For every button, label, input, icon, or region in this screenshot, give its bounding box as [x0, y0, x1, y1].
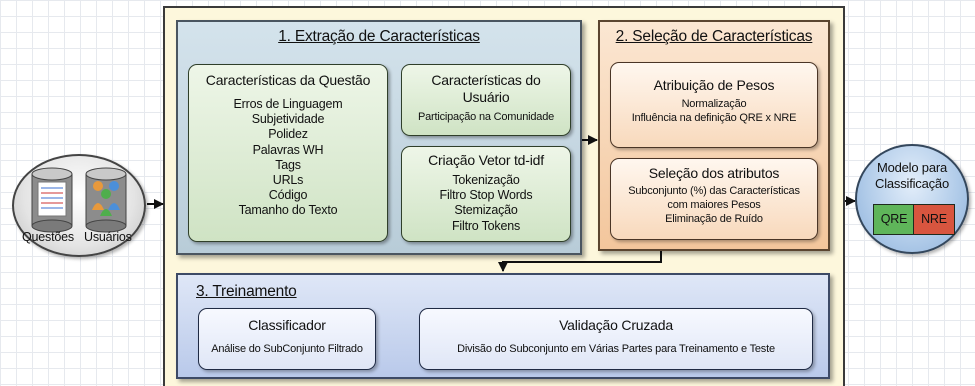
classifier-box: Classificador Análise do SubConjunto Fil… — [198, 308, 376, 370]
tfidf-title: Criação Vetor td-idf — [428, 152, 544, 168]
list-item: URLs — [272, 173, 304, 188]
user-features-title-line2: Usuário — [462, 89, 510, 105]
extraction-panel: 1. Extração de Características Caracterí… — [176, 20, 582, 255]
list-item: Tags — [275, 157, 301, 172]
list-item: com maiores Pesos — [667, 199, 761, 211]
input-data-node: Questões Usuários — [12, 154, 146, 257]
users-database-icon — [85, 167, 127, 233]
users-label: Usuários — [84, 230, 132, 244]
user-features-item: Participação na Comunidade — [417, 111, 555, 123]
questions-database-icon — [31, 167, 73, 233]
weights-list: Normalização Influência na definição QRE… — [611, 97, 817, 125]
validation-title: Validação Cruzada — [559, 317, 673, 333]
class-nre-badge: NRE — [913, 204, 955, 235]
database-icons — [31, 167, 127, 233]
validation-box: Validação Cruzada Divisão do Subconjunto… — [419, 308, 813, 370]
list-item: Influência na definição QRE x NRE — [631, 112, 797, 124]
question-features-title: Características da Questão — [205, 72, 371, 88]
list-item: Palavras WH — [252, 142, 324, 157]
training-panel: 3. Treinamento Classificador Análise do … — [176, 273, 830, 379]
list-item: Filtro Stop Words — [439, 188, 533, 203]
questions-label: Questões — [22, 230, 74, 244]
list-item: Subjetividade — [251, 112, 325, 127]
training-title: 3. Treinamento — [196, 283, 297, 300]
classifier-title: Classificador — [248, 317, 326, 333]
output-title-line2: Classificação — [875, 176, 949, 191]
list-item: Erros de Linguagem — [233, 97, 343, 111]
class-qre-badge: QRE — [873, 204, 915, 235]
list-item: Tamanho do Texto — [238, 203, 338, 218]
list-item: Tokenização — [452, 173, 520, 187]
extraction-title: 1. Extração de Características — [278, 28, 480, 45]
question-features-box: Características da Questão Erros de Ling… — [188, 64, 388, 242]
attributes-title: Seleção dos atributos — [648, 165, 780, 181]
attributes-list: Subconjunto (%) das Características com … — [611, 184, 817, 226]
user-features-title-line1: Características do — [431, 72, 541, 88]
tfidf-list: Tokenização Filtro Stop Words Stemização… — [402, 173, 570, 234]
tfidf-box: Criação Vetor td-idf Tokenização Filtro … — [401, 146, 571, 242]
list-item: Eliminação de Ruído — [665, 213, 763, 225]
list-item: Stemização — [454, 203, 518, 218]
selection-title: 2. Seleção de Características — [615, 28, 813, 45]
list-item: Normalização — [681, 98, 747, 110]
question-features-list: Erros de Linguagem Subjetividade Polidez… — [189, 97, 387, 219]
validation-item: Divisão do Subconjunto em Várias Partes … — [457, 343, 775, 355]
classifier-item: Análise do SubConjunto Filtrado — [211, 343, 363, 355]
output-model-node: Modelo para Classificação QRE NRE — [855, 144, 969, 254]
weights-box: Atribuição de Pesos Normalização Influên… — [610, 62, 818, 148]
weights-title: Atribuição de Pesos — [653, 77, 775, 93]
list-item: Subconjunto (%) das Características — [628, 185, 800, 197]
list-item: Polidez — [268, 127, 308, 142]
output-title-line1: Modelo para — [876, 160, 948, 175]
list-item: Código — [268, 188, 308, 203]
list-item: Filtro Tokens — [451, 218, 521, 233]
arrow-selection-to-training — [498, 251, 662, 272]
user-features-box: Características do Usuário Participação … — [401, 64, 571, 136]
attributes-box: Seleção dos atributos Subconjunto (%) da… — [610, 158, 818, 240]
selection-panel: 2. Seleção de Características Atribuição… — [598, 20, 830, 251]
